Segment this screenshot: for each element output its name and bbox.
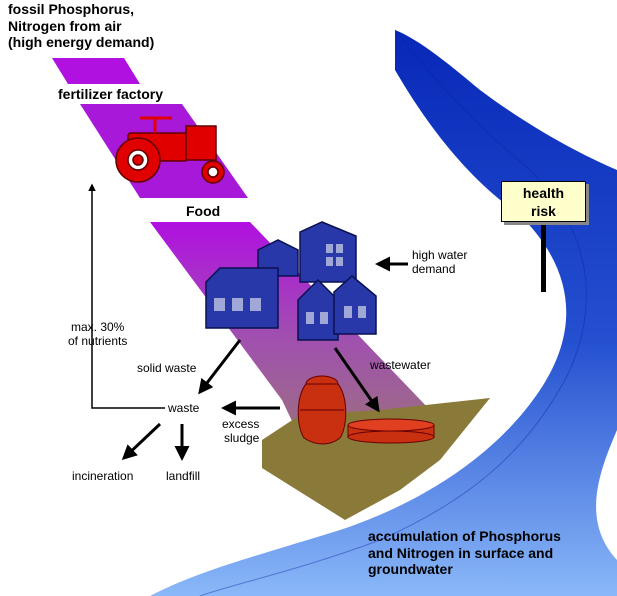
excess-sludge-label: excess sludge — [212, 417, 259, 445]
flow-arrows — [121, 256, 408, 461]
waste-label: waste — [168, 401, 200, 415]
river — [150, 30, 617, 596]
accumulation-line2: and Nitrogen in surface and — [368, 544, 554, 561]
house-icon — [205, 267, 279, 329]
accumulation-label: accumulation of Phosphorus and Nitrogen … — [368, 528, 561, 578]
landfill-label: landfill — [166, 469, 201, 483]
health-risk-line2: risk — [531, 203, 556, 219]
band-resource — [52, 58, 140, 84]
accumulation-line1: accumulation of Phosphorus — [368, 528, 561, 544]
high-water-line1: high water — [412, 248, 468, 262]
factory-label: fertilizer factory — [58, 86, 164, 102]
excess-sludge-line2: sludge — [223, 431, 260, 446]
sedimentation-basin-icon — [347, 418, 435, 444]
excess-sludge-line1: excess — [222, 417, 260, 431]
food-label: Food — [186, 203, 221, 219]
solid-waste-label: solid waste — [137, 361, 197, 375]
house-icon — [297, 275, 377, 341]
health-risk-line1: health — [522, 185, 565, 201]
max-nutrients-label: max. 30% of nutrients — [68, 320, 127, 348]
health-risk-sign: health risk — [501, 181, 586, 222]
incineration-label: incineration — [72, 469, 134, 483]
resource-title-line3: (high energy demand) — [8, 34, 155, 51]
max-nutrients-line1: max. 30% — [71, 320, 125, 334]
recycle-loop-arrow — [88, 183, 165, 409]
house-icon — [257, 221, 357, 283]
resource-title-line2: Nitrogen from air — [8, 17, 122, 34]
max-nutrients-line2: of nutrients — [68, 334, 128, 349]
signpost-icon — [541, 222, 546, 292]
wastewater-label: wastewater — [370, 358, 431, 372]
digester-tank-icon — [297, 375, 347, 445]
accumulation-line3: groundwater — [368, 561, 453, 578]
tractor-icon — [115, 116, 225, 184]
resource-title-line1: fossil Phosphorus, — [8, 1, 135, 17]
high-water-line2: demand — [412, 262, 456, 277]
high-water-label: high water demand — [412, 248, 467, 276]
resource-title: fossil Phosphorus, Nitrogen from air (hi… — [8, 1, 154, 51]
